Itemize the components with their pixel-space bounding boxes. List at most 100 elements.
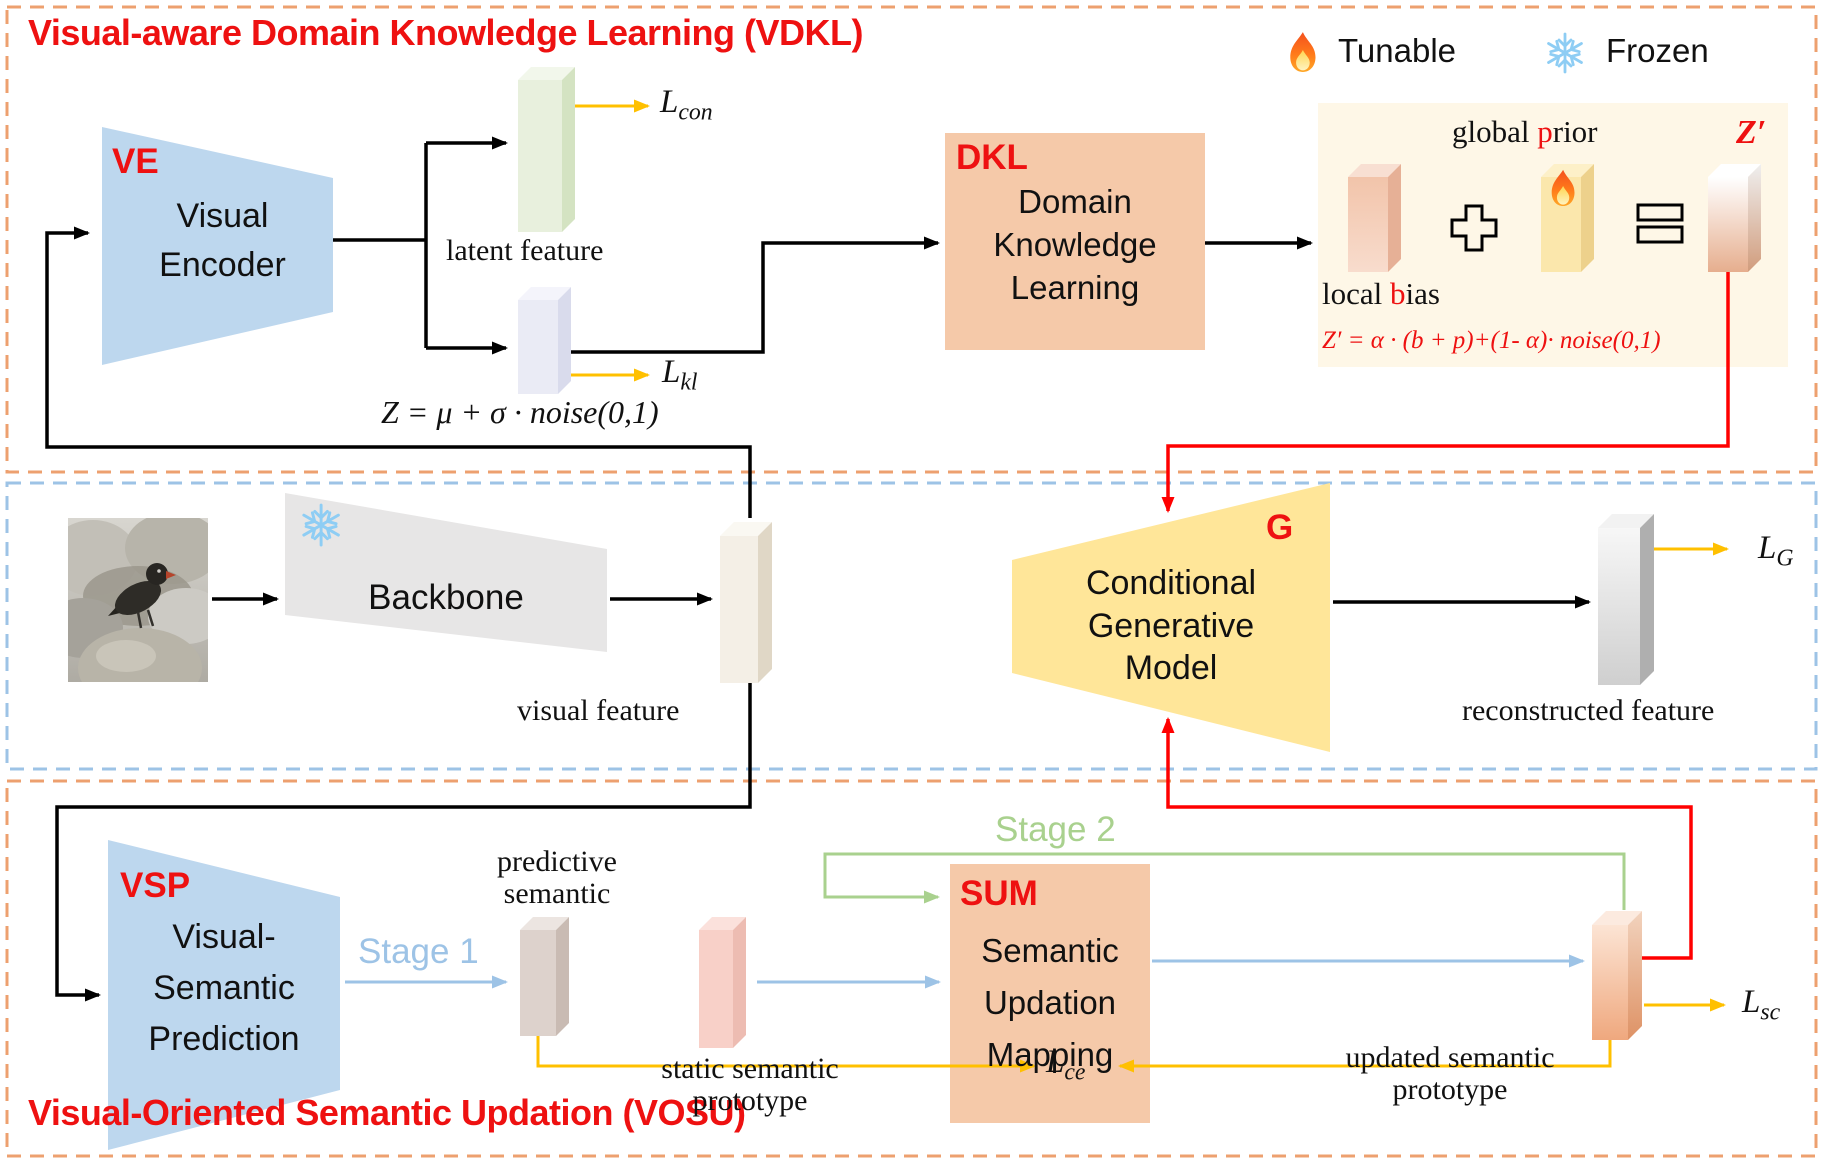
dkl-line: Learning — [1010, 268, 1140, 306]
sum-box — [950, 864, 1150, 1123]
lg-loss-label: LG — [1758, 530, 1794, 573]
updated-to-lce-arrow — [1118, 1040, 1612, 1073]
global-prior-label: global prior — [1452, 114, 1598, 150]
lcon-sub: con — [678, 99, 713, 126]
lkl-base: L — [662, 354, 681, 390]
z-to-dkl-arrow — [571, 236, 940, 354]
lsc-loss-label: Lsc — [1742, 984, 1780, 1027]
dkl-line: Knowledge — [993, 225, 1157, 263]
sum-line: Semantic — [981, 932, 1119, 969]
dkl-line: Domain — [1018, 183, 1132, 220]
reconstructed-feature-label: reconstructed feature — [1462, 694, 1715, 727]
legend-tunable-label: Tunable — [1338, 32, 1457, 69]
generator-line: Model — [1124, 649, 1218, 687]
ve-output-split-line — [333, 143, 428, 348]
bird — [108, 563, 176, 629]
visual-encoder-label: Visual Encoder — [115, 192, 330, 291]
visualfeature-to-vsp-arrow — [55, 683, 752, 1002]
z-latent-bar — [518, 287, 571, 394]
generator-tag: G — [1266, 508, 1294, 547]
lg-base: L — [1758, 530, 1777, 566]
vsp-line: Prediction — [148, 1020, 300, 1058]
snowflake-icon — [1544, 32, 1586, 74]
global-prior-pre: global — [1452, 114, 1538, 149]
predictive-line: semantic — [503, 877, 611, 911]
local-bias-red: b — [1390, 276, 1406, 311]
ve-tag: VE — [112, 142, 159, 181]
reconstructed-feature-bar — [1598, 514, 1654, 685]
vdkl-section-border — [5, 5, 1818, 474]
lkl-sub: kl — [680, 369, 698, 396]
local-bias-post: ias — [1405, 276, 1440, 311]
lg-sub: G — [1776, 545, 1794, 572]
visualfeature-to-ve-arrow — [45, 226, 752, 518]
plus-icon — [1450, 204, 1498, 252]
zprime-to-generator-arrow — [1161, 272, 1730, 513]
vsp-tag: VSP — [120, 866, 191, 905]
generator-line: Generative — [1087, 606, 1255, 645]
middle-section-border — [5, 481, 1818, 771]
static-prototype-bar — [699, 917, 746, 1048]
lce-sub: ce — [1064, 1059, 1086, 1086]
sum-line: Mapping — [986, 1036, 1114, 1074]
updated-to-generator-arrow — [1161, 717, 1693, 960]
vosu-section-title: Visual-Oriented Semantic Updation (VOSU) — [28, 1092, 746, 1133]
updated-prototype-label: updated semantic prototype — [1300, 1041, 1600, 1107]
visual-feature-label: visual feature — [517, 694, 680, 727]
global-prior-post: rior — [1552, 114, 1598, 149]
backbone-line: Backbone — [368, 578, 524, 617]
sum-label: Semantic Updation Mapping — [950, 925, 1150, 1081]
lsc-base: L — [1742, 984, 1761, 1020]
dkl-label: Domain Knowledge Learning — [945, 181, 1205, 310]
latent-feature-bar — [518, 67, 575, 232]
lkl-loss-label: Lkl — [662, 354, 698, 397]
lce-loss-label: Lce — [1046, 1044, 1085, 1087]
backbone-shape — [285, 493, 607, 652]
z-prime-formula: Z′ = α · (b + p)+(1- α)· noise(0,1) — [1322, 327, 1661, 354]
lcon-loss-label: Lcon — [660, 84, 713, 127]
vdkl-section-title: Visual-aware Domain Knowledge Learning (… — [28, 12, 863, 53]
static-prototype-line: static semantic — [661, 1052, 839, 1085]
dkl-tag: DKL — [956, 138, 1028, 177]
predictive-semantic-label: predictive semantic — [462, 845, 652, 911]
dkl-box — [945, 133, 1205, 350]
predictive-line: predictive — [497, 845, 617, 878]
local-bias-label: local bias — [1322, 276, 1440, 312]
generator-line: Conditional — [1085, 564, 1257, 602]
static-prototype-label: static semantic prototype — [640, 1052, 860, 1118]
vsp-shape — [108, 840, 340, 1150]
updated-prototype-line: updated semantic — [1345, 1041, 1555, 1074]
local-bias-pre: local — [1322, 276, 1390, 311]
lce-base: L — [1046, 1044, 1065, 1080]
visual-feature-bar — [720, 522, 772, 683]
stage1-label: Stage 1 — [358, 932, 479, 971]
z-prime-label: Z′ — [1736, 114, 1767, 151]
global-prior-red: p — [1537, 114, 1553, 149]
predictive-to-lce-arrow — [536, 1036, 1036, 1073]
z-formula: Z = μ + σ · noise(0,1) — [381, 394, 659, 430]
generator-label: Conditional Generative Model — [1012, 562, 1330, 690]
static-prototype-line: prototype — [692, 1084, 808, 1118]
visual-encoder-line: Encoder — [159, 246, 286, 285]
local-bias-bar — [1348, 164, 1401, 272]
vsp-line: Visual- — [172, 918, 276, 956]
stage2-feedback-arrow — [823, 852, 1626, 910]
predictive-semantic-bar — [520, 917, 569, 1036]
latent-feature-label: latent feature — [446, 234, 604, 267]
visual-encoder-line: Visual — [176, 197, 269, 235]
equals-icon — [1636, 203, 1684, 244]
backbone-label: Backbone — [285, 578, 607, 618]
z-prime-bar — [1708, 164, 1761, 272]
lcon-base: L — [660, 84, 679, 120]
legend-frozen-label: Frozen — [1606, 32, 1709, 69]
updated-prototype-line: prototype — [1392, 1073, 1508, 1107]
vsp-line: Semantic — [153, 969, 295, 1007]
updated-prototype-bar — [1592, 911, 1642, 1040]
sum-line: Updation — [983, 984, 1117, 1022]
lsc-sub: sc — [1760, 999, 1781, 1026]
flame-icon — [1290, 32, 1316, 72]
generator-shape — [1012, 483, 1330, 752]
vsp-label: Visual- Semantic Prediction — [108, 912, 340, 1065]
